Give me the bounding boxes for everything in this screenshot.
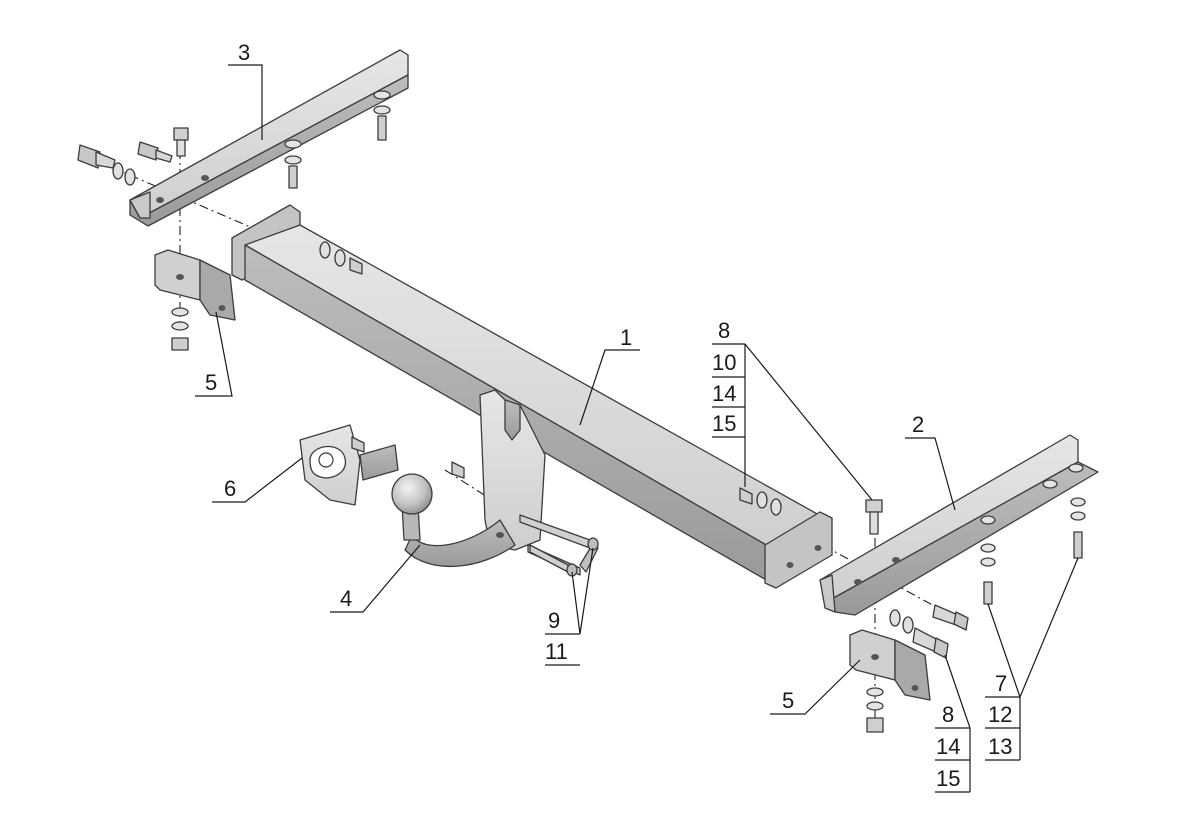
right-side-bracket bbox=[819, 434, 1099, 616]
callout-15-mid: 15 bbox=[712, 411, 736, 436]
callout-8-right: 8 bbox=[942, 702, 954, 727]
callout-6: 6 bbox=[224, 476, 236, 501]
callout-leaders bbox=[195, 64, 1079, 793]
left-clamp-plate bbox=[154, 249, 236, 351]
right-vertical-bolt bbox=[865, 499, 883, 535]
callout-5-left: 5 bbox=[205, 370, 217, 395]
callout-3: 3 bbox=[238, 40, 250, 65]
right-crossbar-washers bbox=[739, 487, 782, 516]
callout-5-right: 5 bbox=[782, 688, 794, 713]
tow-ball-mount bbox=[391, 389, 546, 567]
callout-4: 4 bbox=[340, 586, 352, 611]
callout-11: 11 bbox=[545, 639, 568, 664]
callout-8-mid: 8 bbox=[718, 318, 730, 343]
callout-2: 2 bbox=[912, 412, 924, 437]
left-side-bracket bbox=[129, 49, 409, 227]
callout-7: 7 bbox=[995, 671, 1007, 696]
left-bolts-and-washers bbox=[77, 90, 391, 189]
callout-14-right: 14 bbox=[936, 734, 960, 759]
callout-14-mid: 14 bbox=[712, 381, 736, 406]
callout-labels: 3 1 2 5 6 4 8 10 14 15 9 11 5 8 14 15 7 … bbox=[205, 40, 1012, 791]
callout-13: 13 bbox=[988, 734, 1012, 759]
callout-9: 9 bbox=[548, 608, 560, 633]
callout-12: 12 bbox=[988, 702, 1012, 727]
callout-10-mid: 10 bbox=[712, 350, 736, 375]
callout-1: 1 bbox=[620, 325, 632, 350]
right-clamp-plate bbox=[849, 629, 931, 733]
callout-15-right: 15 bbox=[936, 766, 960, 791]
ball-mount-bolts bbox=[519, 514, 599, 577]
socket-bracket bbox=[299, 424, 399, 506]
